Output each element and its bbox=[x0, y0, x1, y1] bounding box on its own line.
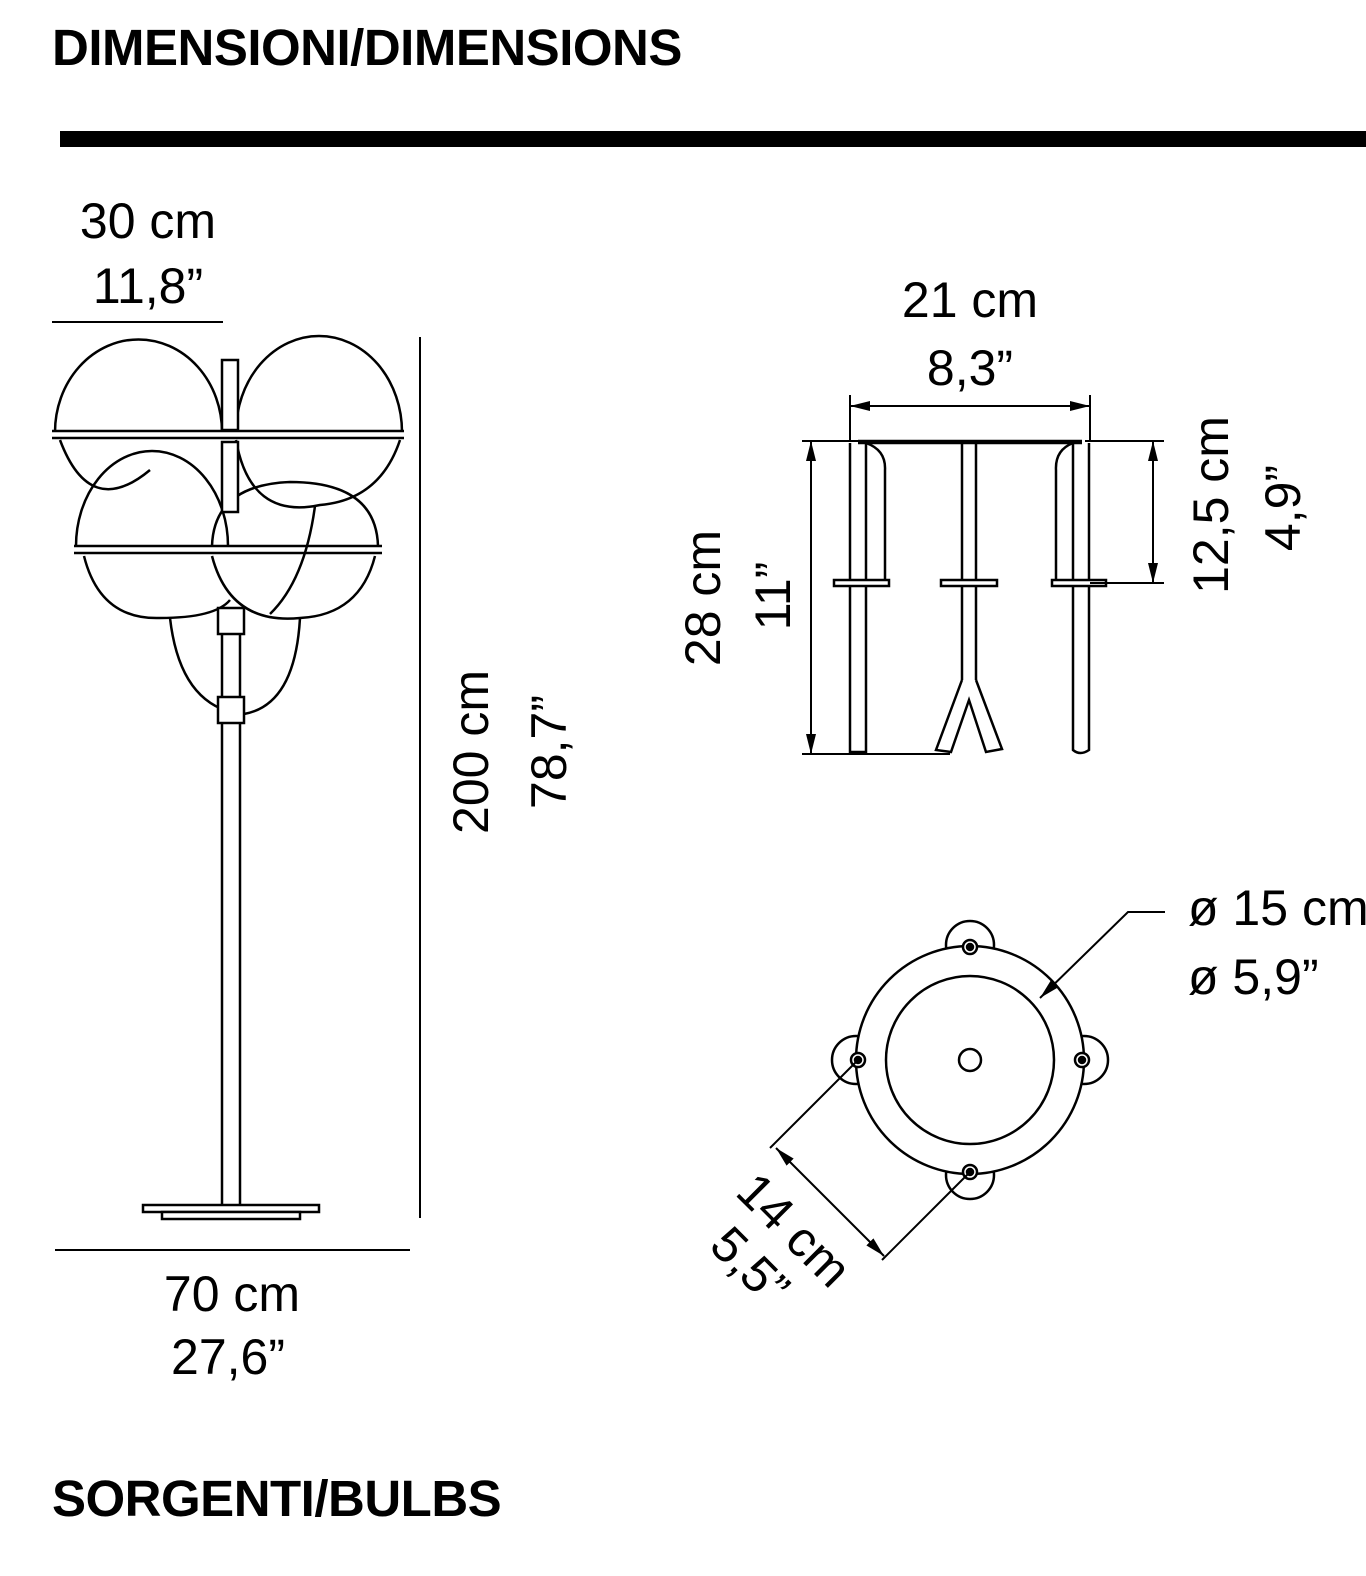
spacing-arrow bbox=[775, 1147, 885, 1257]
spacing-ext-right bbox=[881, 1171, 971, 1261]
detail-height-cm: 28 cm bbox=[675, 530, 731, 666]
detail-upper-height-cm: 12,5 cm bbox=[1183, 416, 1239, 594]
top-width-cm: 30 cm bbox=[80, 193, 216, 249]
height-in: 78,7” bbox=[521, 695, 577, 809]
diameter-leader bbox=[1039, 911, 1165, 999]
detail-width-in: 8,3” bbox=[927, 340, 1013, 396]
detail-height-in: 11” bbox=[745, 562, 801, 631]
detail-width-cm: 21 cm bbox=[902, 272, 1038, 328]
height-cm: 200 cm bbox=[443, 670, 499, 834]
header-rule bbox=[60, 131, 1366, 147]
base-top-view bbox=[830, 919, 1110, 1201]
detail-upper-height-in: 4,9” bbox=[1255, 465, 1311, 551]
bulbs-heading: SORGENTI/BULBS bbox=[52, 1470, 502, 1527]
bulb-holder-detail-view bbox=[832, 439, 1108, 755]
diameter-in: ø 5,9” bbox=[1188, 949, 1319, 1005]
base-width-in: 27,6” bbox=[171, 1329, 285, 1385]
dimensions-heading: DIMENSIONI/DIMENSIONS bbox=[52, 19, 682, 76]
diameter-cm: ø 15 cm bbox=[1188, 880, 1366, 936]
floor-lamp-front-view bbox=[52, 334, 404, 1221]
spacing-ext-left bbox=[769, 1059, 859, 1149]
top-width-in: 11,8” bbox=[93, 258, 203, 314]
base-width-cm: 70 cm bbox=[164, 1266, 300, 1322]
